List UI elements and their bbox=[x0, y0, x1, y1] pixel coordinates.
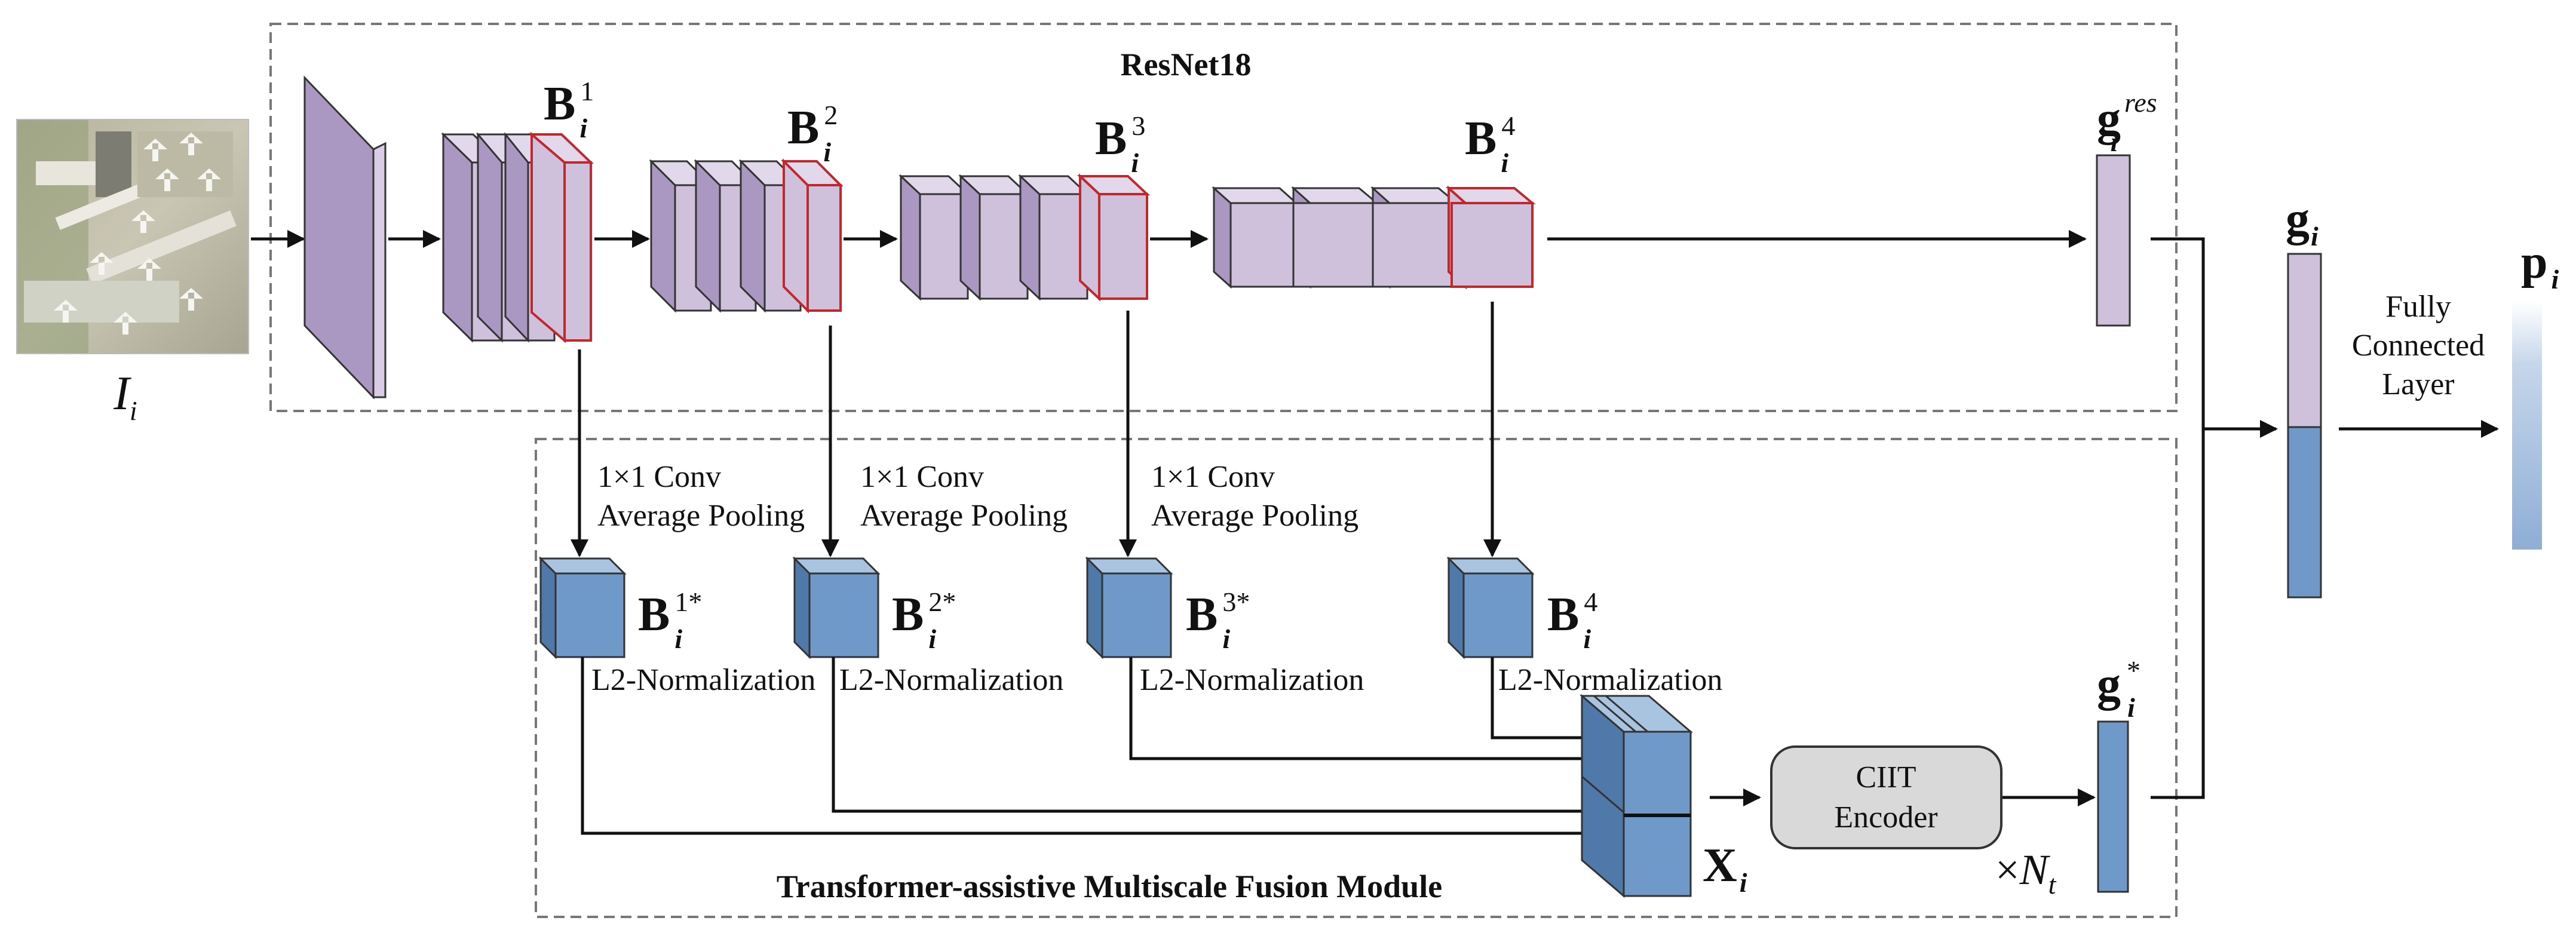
p-vector bbox=[2512, 302, 2542, 550]
stage2-cubes bbox=[649, 158, 844, 314]
conv-stem bbox=[303, 75, 387, 400]
fusion-cube-4 bbox=[1446, 556, 1535, 659]
conv-label-2: 1×1 Conv Average Pooling bbox=[860, 460, 1068, 533]
fusion-cube-3 bbox=[1085, 556, 1173, 659]
block-b3-highlight bbox=[1077, 173, 1151, 302]
block-b1-highlight bbox=[528, 131, 594, 343]
connector-2 bbox=[832, 657, 1624, 820]
label-repeat: ×Nt bbox=[1995, 846, 2057, 900]
svg-text:Connected: Connected bbox=[2352, 329, 2485, 363]
g-star-vector bbox=[2097, 720, 2129, 893]
conv-label-3: 1×1 Conv Average Pooling bbox=[1151, 460, 1358, 533]
label-g: gi bbox=[2286, 193, 2319, 251]
resnet-frame bbox=[269, 23, 2178, 412]
fusion-cube-2 bbox=[792, 556, 881, 659]
l2-label-4: L2-Normalization bbox=[1498, 663, 1722, 697]
connector-1 bbox=[581, 657, 1624, 842]
fusion-title: Transformer-assistive Multiscale Fusion … bbox=[777, 869, 1442, 904]
stage1-slabs bbox=[441, 131, 594, 343]
svg-text:1×1 Conv: 1×1 Conv bbox=[860, 460, 984, 494]
l2-label-2: L2-Normalization bbox=[839, 663, 1063, 697]
svg-text:Fully: Fully bbox=[2385, 290, 2451, 324]
g-res-vector bbox=[2096, 154, 2131, 327]
merge-top bbox=[2151, 237, 2205, 799]
block-b2-highlight bbox=[781, 158, 844, 314]
svg-text:Layer: Layer bbox=[2382, 367, 2454, 401]
connector-4 bbox=[1491, 657, 1624, 747]
input-image bbox=[16, 119, 249, 354]
stacked-x-cube bbox=[1579, 693, 1694, 898]
stage4-cubes bbox=[1212, 185, 1536, 290]
block-b4-highlight bbox=[1445, 185, 1536, 290]
svg-text:CIIT: CIIT bbox=[1856, 760, 1916, 794]
g-concat-vector bbox=[2287, 253, 2322, 599]
l2-label-1: L2-Normalization bbox=[591, 663, 815, 697]
fusion-cube-1 bbox=[538, 556, 627, 659]
label-x: Xi bbox=[1703, 839, 1747, 898]
svg-text:1×1 Conv: 1×1 Conv bbox=[1151, 460, 1275, 494]
stage3-cubes bbox=[898, 173, 1151, 302]
svg-text:1×1 Conv: 1×1 Conv bbox=[597, 460, 721, 494]
resnet-title: ResNet18 bbox=[1121, 47, 1252, 82]
input-label: Ii bbox=[113, 367, 137, 426]
svg-text:Average Pooling: Average Pooling bbox=[1151, 499, 1358, 533]
svg-text:Average Pooling: Average Pooling bbox=[597, 499, 805, 533]
fc-label: Fully Connected Layer bbox=[2352, 290, 2485, 401]
ciit-encoder-block: CIIT Encoder bbox=[1770, 745, 2002, 849]
label-g-star: g*i bbox=[2097, 655, 2140, 723]
conv-label-1: 1×1 Conv Average Pooling bbox=[597, 460, 805, 533]
fusion-frame bbox=[535, 438, 2178, 918]
svg-text:Encoder: Encoder bbox=[1834, 800, 1937, 834]
l2-label-3: L2-Normalization bbox=[1140, 663, 1364, 697]
svg-text:Average Pooling: Average Pooling bbox=[860, 499, 1068, 533]
connector-3 bbox=[1129, 657, 1624, 768]
